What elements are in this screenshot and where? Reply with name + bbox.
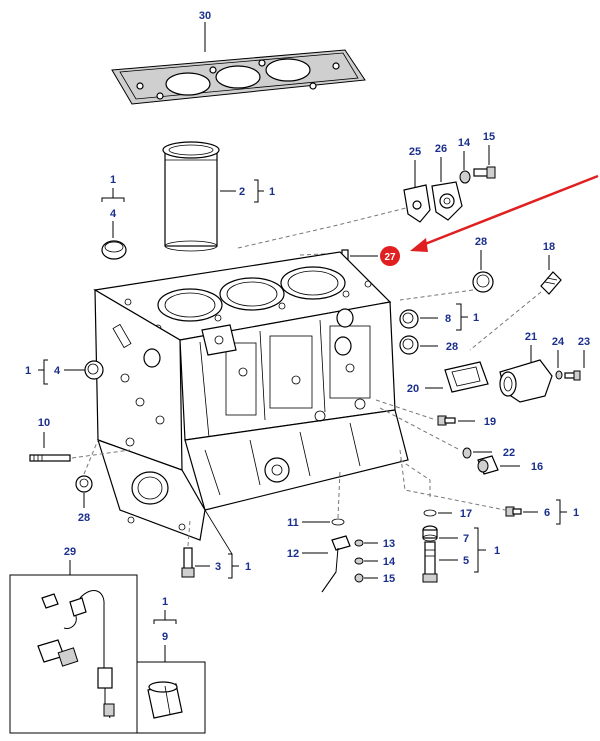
o-ring-17[interactable]	[423, 509, 437, 517]
core-plug-28-mid[interactable]	[399, 335, 419, 355]
callout-12: 12	[287, 548, 299, 560]
callout-15-bottom: 15	[383, 573, 395, 585]
core-plug-28-left[interactable]	[75, 475, 93, 493]
bolt-6[interactable]	[505, 506, 522, 517]
callout-13: 13	[383, 538, 395, 550]
red-pointer-arrow	[410, 174, 599, 252]
callout-18: 18	[543, 241, 555, 253]
cylinder-block[interactable]	[93, 251, 409, 541]
callout-2-parent: 1	[269, 186, 275, 198]
water-outlet-21[interactable]	[499, 359, 553, 403]
fitting-16[interactable]	[477, 455, 499, 475]
callout-14-bottom: 14	[383, 556, 396, 568]
callout-19: 19	[484, 416, 496, 428]
callout-28-left: 28	[78, 512, 90, 524]
callout-3: 3	[215, 561, 221, 573]
thermostat-gasket[interactable]	[403, 184, 431, 223]
callout-23: 23	[578, 336, 590, 348]
inset-box-9	[136, 661, 206, 734]
bolt-3[interactable]	[181, 547, 195, 578]
callout-22: 22	[503, 447, 515, 459]
gasket-20[interactable]	[444, 361, 489, 393]
core-plug-top[interactable]	[101, 240, 127, 260]
callout-28-right: 28	[475, 236, 487, 248]
plug-9[interactable]	[147, 681, 183, 719]
callout-8-parent: 1	[473, 312, 479, 324]
callout-6: 6	[544, 507, 550, 519]
washer-24[interactable]	[555, 370, 563, 380]
oil-pipe-12[interactable]	[321, 535, 351, 593]
callout-75-parent: 1	[494, 545, 500, 557]
callout-11: 11	[287, 517, 299, 529]
callout-20: 20	[407, 383, 419, 395]
callout-27: 27	[384, 252, 396, 263]
core-plug-8[interactable]	[399, 309, 419, 329]
bolt-5[interactable]	[422, 541, 438, 583]
callout-15-top: 15	[483, 131, 495, 143]
callout-16: 16	[531, 461, 543, 473]
washer-14-bottom[interactable]	[354, 557, 364, 565]
callout-5: 5	[463, 555, 469, 567]
callout-28-mid: 28	[446, 341, 458, 353]
callout-8: 8	[445, 313, 451, 325]
callout-10: 10	[38, 417, 50, 429]
highlighted-callout-27-marker[interactable]	[380, 246, 400, 266]
callout-1-top: 1	[110, 174, 116, 186]
callout-30: 30	[199, 10, 211, 22]
callout-1-inset: 1	[162, 596, 168, 608]
thermostat-housing[interactable]	[431, 181, 463, 221]
callout-6-parent: 1	[573, 507, 579, 519]
callout-25: 25	[409, 146, 421, 158]
cylinder-liner[interactable]	[162, 141, 220, 252]
callout-24: 24	[552, 336, 565, 348]
callout-4-top: 4	[110, 208, 117, 220]
inset-box-29	[9, 574, 138, 734]
o-ring-11[interactable]	[331, 518, 345, 526]
core-plug-left[interactable]	[84, 360, 104, 380]
washer-13[interactable]	[354, 539, 364, 547]
bolt-19[interactable]	[437, 415, 456, 426]
wiring-harness-29[interactable]	[37, 590, 115, 719]
core-plug-right[interactable]	[472, 271, 494, 293]
bolt-15-bottom[interactable]	[354, 573, 364, 583]
callout-21: 21	[525, 331, 537, 343]
callout-1-left: 1	[25, 365, 31, 377]
callout-17: 17	[460, 508, 472, 520]
washer-top[interactable]	[459, 170, 471, 184]
bolt-23[interactable]	[564, 370, 581, 381]
callout-26: 26	[435, 143, 447, 155]
bolt-top[interactable]	[473, 166, 496, 179]
plug-7[interactable]	[422, 525, 438, 542]
callout-4-left: 4	[54, 365, 61, 377]
callout-29: 29	[64, 546, 76, 558]
sensor-18[interactable]	[540, 271, 562, 295]
plug-22[interactable]	[462, 447, 472, 459]
callout-2: 2	[239, 186, 245, 198]
callout-14-top: 14	[458, 137, 471, 149]
callout-3-parent: 1	[245, 561, 251, 573]
callout-9: 9	[162, 631, 168, 643]
stud-10[interactable]	[29, 454, 71, 462]
head-gasket[interactable]	[111, 49, 366, 105]
callout-7: 7	[463, 533, 469, 545]
